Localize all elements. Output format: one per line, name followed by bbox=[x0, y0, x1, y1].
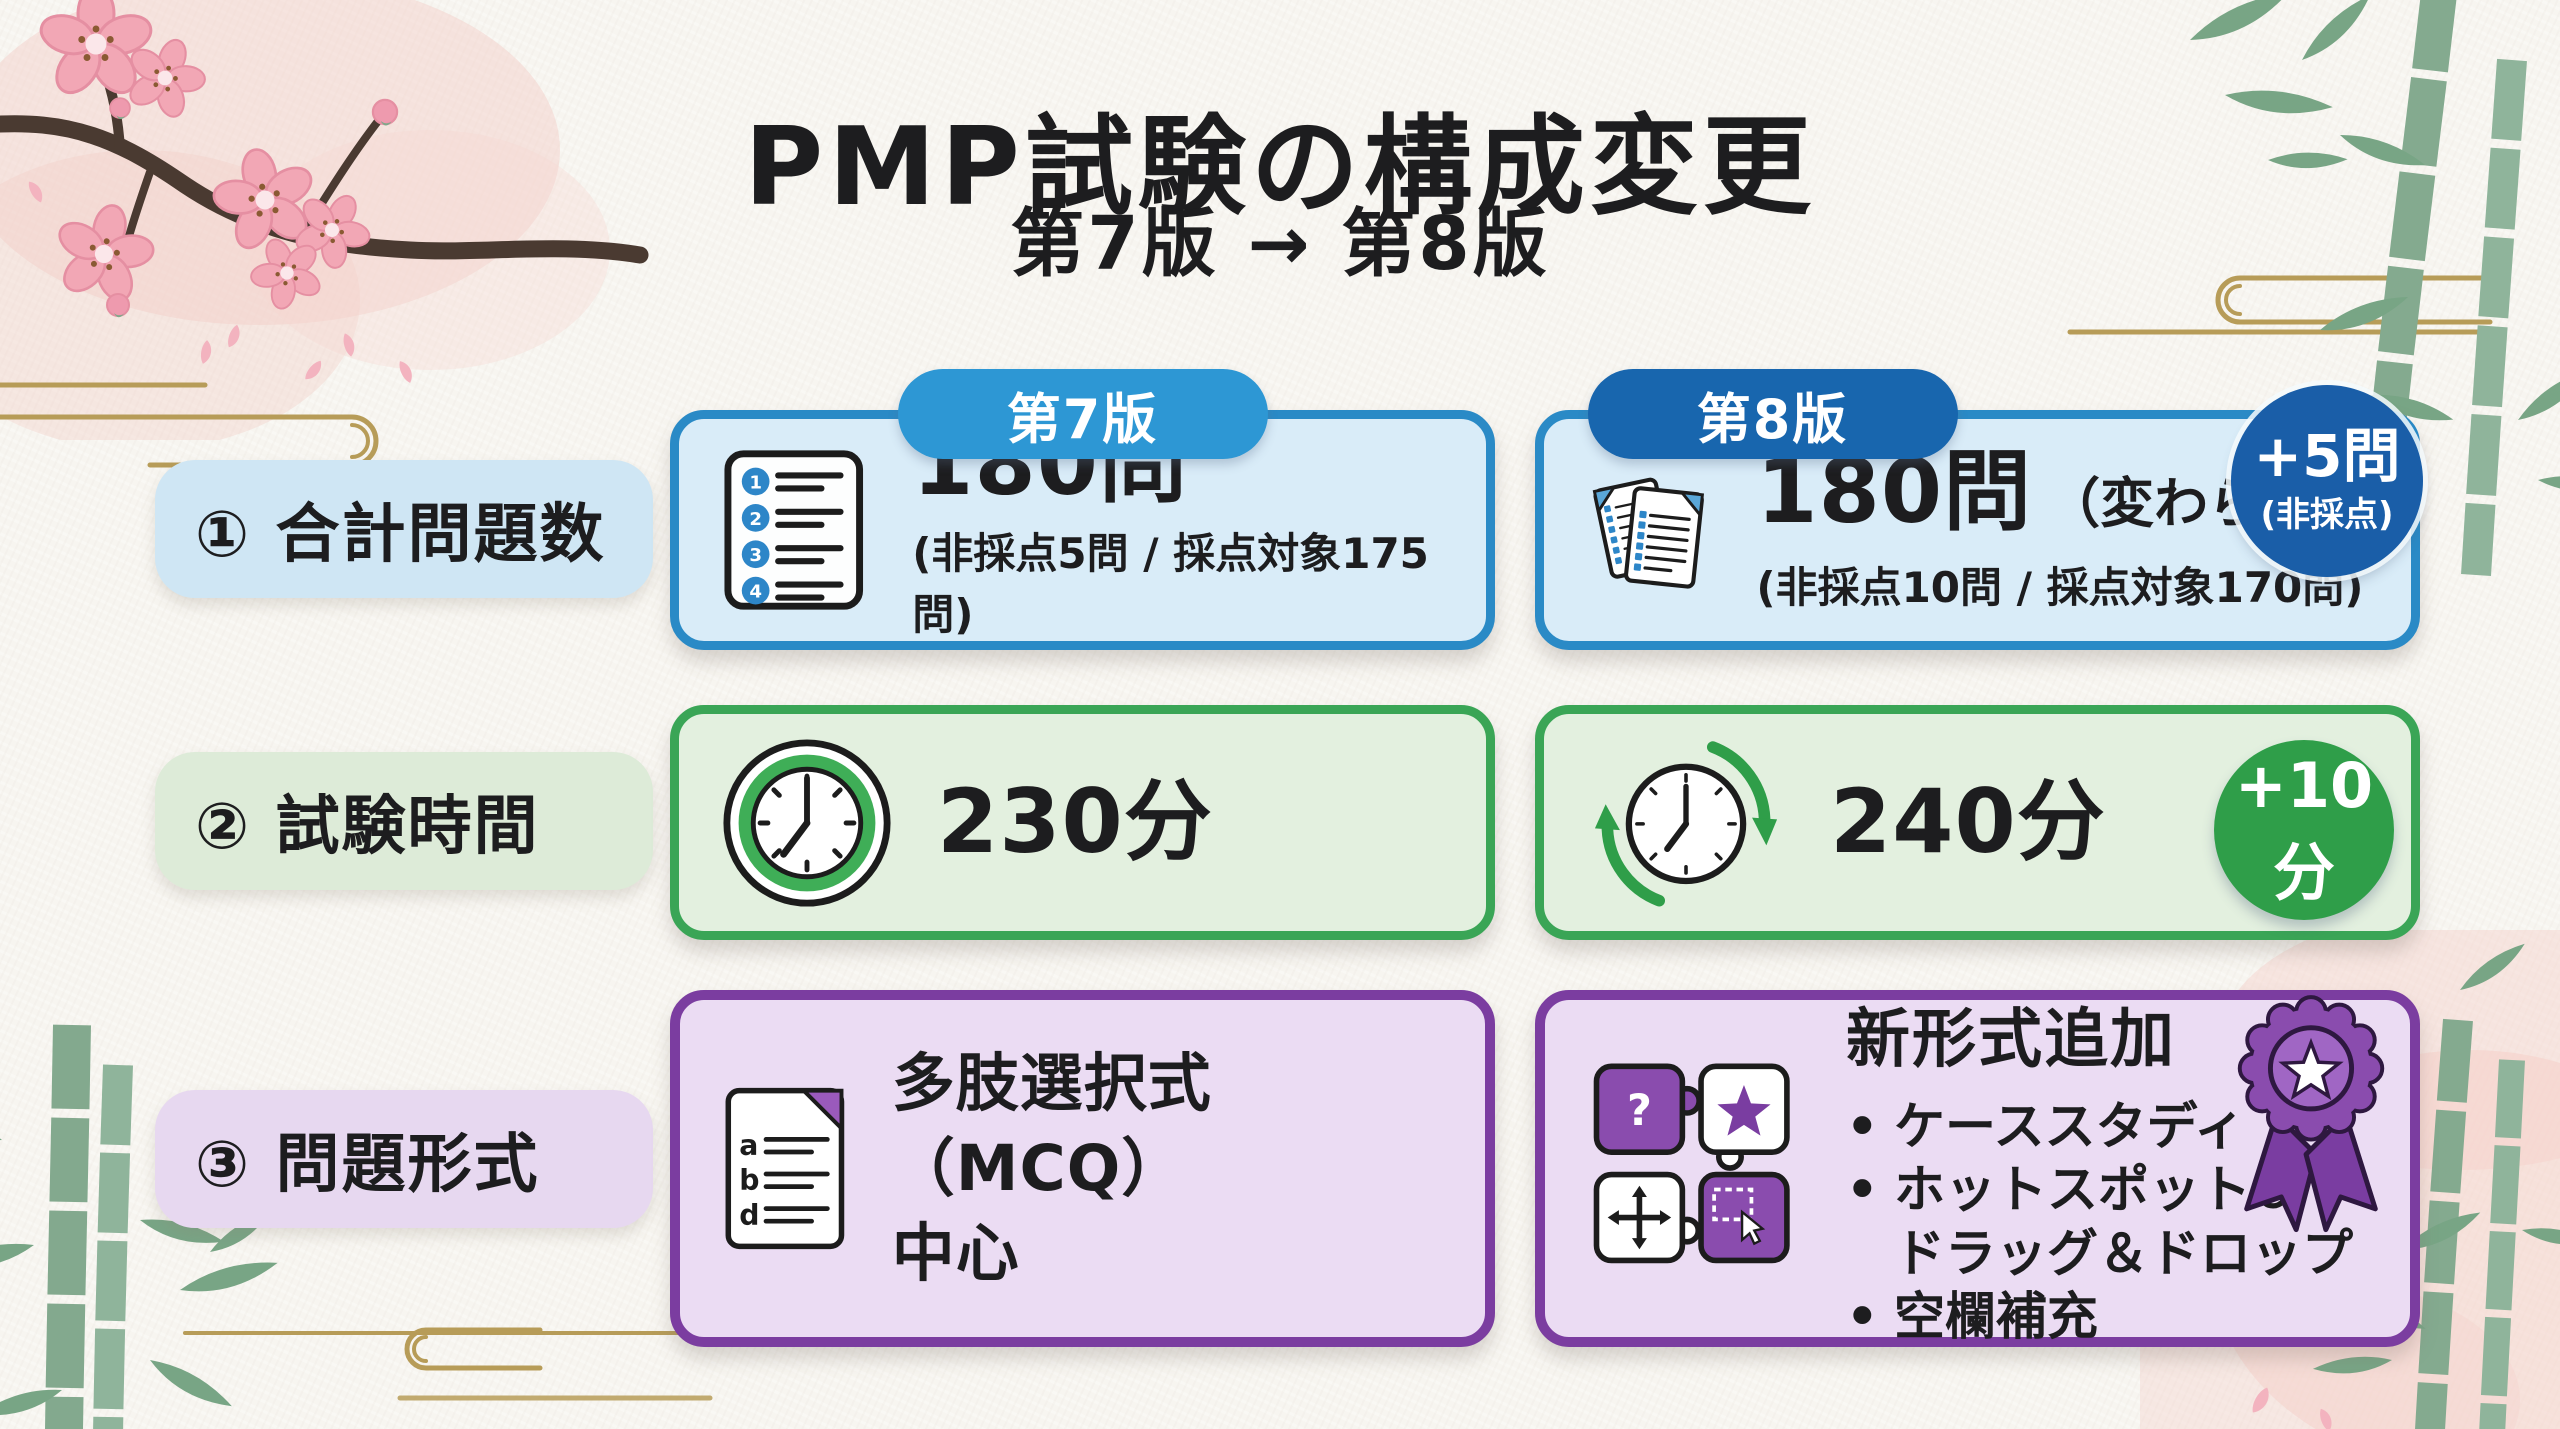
award-ribbon-icon bbox=[2217, 966, 2405, 1234]
list-number-4: 4 bbox=[749, 582, 762, 603]
card-ed7-question-format: a b d 多肢選択式（MCQ） 中心 bbox=[670, 990, 1495, 1347]
card-ed7-exam-time: 230分 bbox=[670, 705, 1495, 940]
ed8-question-main: 180問 bbox=[1756, 439, 2033, 543]
numbered-list-icon: 1 2 3 4 bbox=[724, 450, 864, 610]
bullet-dot: • bbox=[1846, 1161, 1879, 1221]
edition-badge-8: 第8版 bbox=[1587, 369, 1958, 459]
delta-minutes-badge: +10分 bbox=[2214, 740, 2394, 920]
row-label-question-format: ③ 問題形式 bbox=[155, 1090, 653, 1228]
ed7-time-value: 230分 bbox=[937, 770, 1213, 874]
page-title: PMP試験の構成変更 bbox=[744, 105, 1816, 231]
clock-refresh-icon bbox=[1594, 740, 1778, 906]
row-label-exam-time: ② 試験時間 bbox=[155, 752, 653, 890]
ed8-time-value: 240分 bbox=[1830, 770, 2106, 874]
row-label-text: ③ 問題形式 bbox=[195, 1128, 540, 1202]
card-ed7-question-count: 第7版 1 2 3 4 180問 (非採点5問 / 採点対象175問) bbox=[670, 369, 1495, 650]
card-ed8-exam-time: 240分 +10分 bbox=[1535, 705, 2420, 940]
bullet-dot: • bbox=[1846, 1098, 1879, 1158]
choice-letter-d: d bbox=[739, 1198, 759, 1231]
list-number-1: 1 bbox=[749, 472, 762, 493]
new-format-heading: 新形式追加 bbox=[1846, 1003, 2176, 1078]
ed8-question-sub: (非採点10問 / 採点対象170問) bbox=[1756, 562, 2364, 612]
delta-questions-badge: +5問 (非採点) bbox=[2231, 385, 2423, 577]
question-mark-glyph: ? bbox=[1627, 1086, 1652, 1136]
multiple-choice-document-icon: a b d bbox=[725, 1087, 845, 1250]
bullet-item-hotspot-dragdrop: • ホットスポット＆ ドラッグ＆ドロップ bbox=[1846, 1159, 2353, 1285]
puzzle-pieces-icon: ? bbox=[1593, 1063, 1790, 1263]
bullet-item-case-study: • ケーススタディ bbox=[1846, 1096, 2353, 1159]
delta-minutes-value: +10分 bbox=[2234, 748, 2374, 909]
ed7-format-text: 多肢選択式（MCQ） 中心 bbox=[892, 1041, 1443, 1296]
choice-letter-b: b bbox=[739, 1164, 759, 1197]
bullet-item-fill-blank: • 空欄補充 bbox=[1846, 1286, 2353, 1349]
page-subtitle: 第7版 → 第8版 bbox=[1010, 201, 1550, 287]
row-label-question-count: ① 合計問題数 bbox=[155, 460, 653, 598]
stacked-answer-sheets-icon bbox=[1592, 477, 1705, 589]
choice-letter-a: a bbox=[739, 1129, 758, 1162]
delta-questions-value: +5問 bbox=[2253, 422, 2401, 491]
row-label-text: ② 試験時間 bbox=[195, 790, 540, 864]
bullet-dot: • bbox=[1846, 1287, 1879, 1347]
card-ed8-question-format: ? 新形式追加 • ケーススタディ • ホットスポット＆ ドラッグ＆ドロップ bbox=[1535, 990, 2420, 1347]
card-ed8-question-count: 第8版 bbox=[1535, 369, 2423, 650]
row-label-text: ① 合計問題数 bbox=[195, 498, 606, 572]
delta-questions-note: (非採点) bbox=[2260, 494, 2394, 535]
list-number-2: 2 bbox=[749, 509, 762, 530]
clock-icon bbox=[723, 738, 891, 907]
edition-badge-7: 第7版 bbox=[897, 369, 1268, 459]
ed7-question-sub: (非採点5問 / 採点対象175問) bbox=[912, 529, 1429, 640]
ed7-format-line1: 多肢選択式（MCQ） bbox=[891, 1046, 1212, 1205]
ed8-format-content: 新形式追加 • ケーススタディ • ホットスポット＆ ドラッグ＆ドロップ • 空… bbox=[1846, 988, 2353, 1349]
ed7-format-line2: 中心 bbox=[891, 1217, 1020, 1291]
list-number-3: 3 bbox=[749, 545, 762, 566]
